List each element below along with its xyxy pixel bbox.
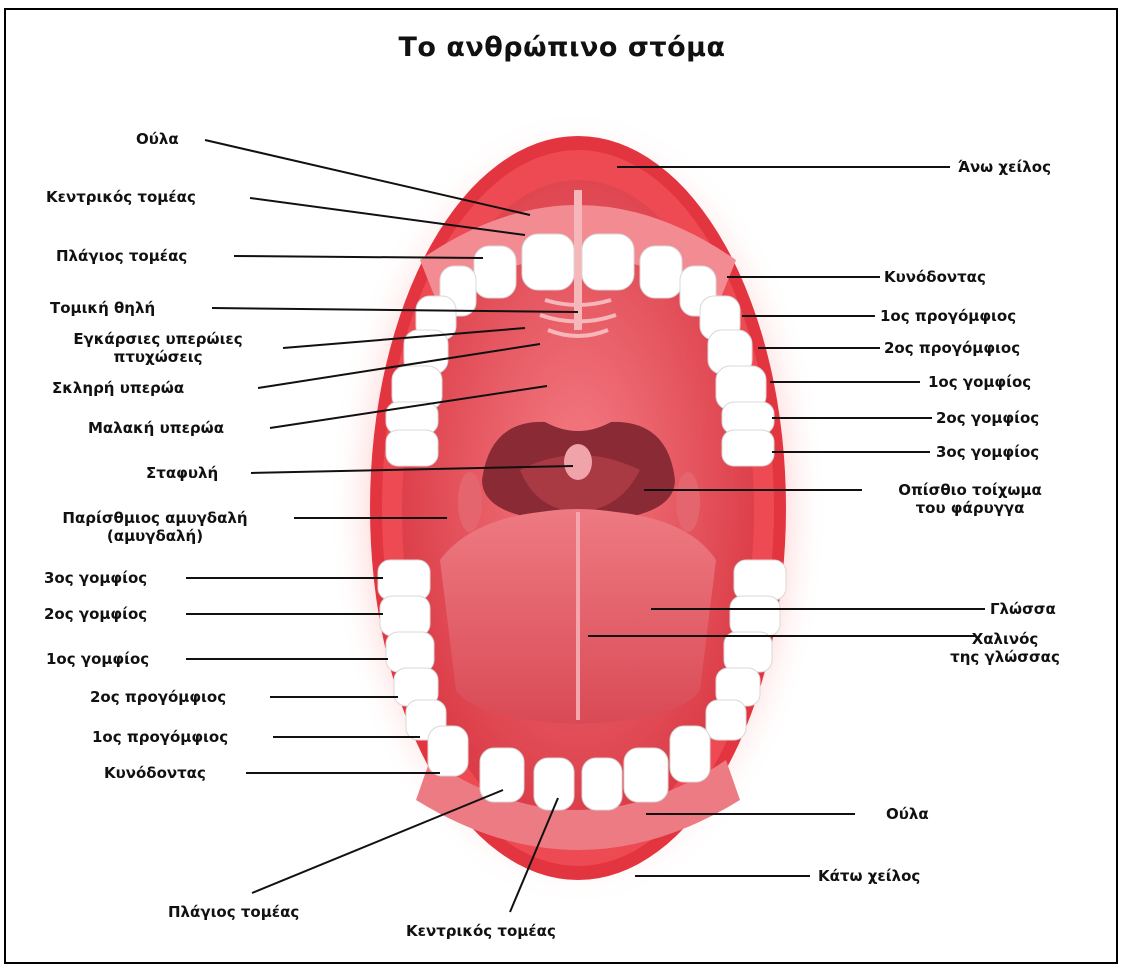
- lower-tooth: [582, 758, 622, 810]
- uvula-shape: [564, 444, 592, 480]
- label-gums-lower: Ούλα: [886, 805, 929, 823]
- label-uvula: Σταφυλή: [146, 464, 218, 482]
- label-second-molar-upper: 2ος γομφίος: [936, 409, 1039, 427]
- label-frenulum-line1: Χαλινός: [972, 630, 1039, 648]
- label-first-molar-upper: 1ος γομφίος: [928, 373, 1031, 391]
- upper-tooth: [722, 430, 774, 466]
- label-first-molar-lower: 1ος γομφίος: [46, 650, 149, 668]
- lower-tooth: [624, 748, 668, 802]
- label-canine-lower: Κυνόδοντας: [104, 764, 206, 782]
- label-palatine-rugae-line1: Εγκάρσιες υπερώιες: [73, 330, 242, 348]
- tonsil-right-shape: [676, 472, 700, 532]
- label-frenulum-line2: της γλώσσας: [950, 648, 1060, 666]
- label-palatine-rugae: Εγκάρσιες υπερώιες πτυχώσεις: [36, 330, 280, 366]
- upper-tooth: [474, 246, 516, 298]
- lower-tooth: [428, 726, 468, 776]
- label-central-incisor-lower: Κεντρικός τομέας: [406, 922, 556, 940]
- upper-tooth: [582, 234, 634, 290]
- label-first-premolar-upper: 1ος προγόμφιος: [880, 307, 1016, 325]
- upper-tooth: [522, 234, 574, 290]
- lower-tooth: [534, 758, 574, 810]
- label-lateral-incisor-lower: Πλάγιος τομέας: [168, 903, 299, 921]
- label-lower-lip: Κάτω χείλος: [818, 867, 920, 885]
- label-tonsil-line2: (αμυγδαλή): [107, 527, 203, 545]
- label-tonsil: Παρίσθμιος αμυγδαλή (αμυγδαλή): [20, 509, 290, 545]
- lower-tooth: [480, 748, 524, 802]
- label-pharynx-line2: του φάρυγγα: [916, 499, 1025, 517]
- label-third-molar-lower: 3ος γομφίος: [44, 569, 147, 587]
- lower-tooth: [386, 632, 434, 672]
- label-third-molar-upper: 3ος γομφίος: [936, 443, 1039, 461]
- label-second-molar-lower: 2ος γομφίος: [44, 605, 147, 623]
- lower-tooth: [670, 726, 710, 782]
- label-frenulum: Χαλινός της γλώσσας: [900, 630, 1110, 666]
- lower-tooth: [734, 560, 786, 600]
- label-second-premolar-upper: 2ος προγόμφιος: [884, 339, 1020, 357]
- label-second-premolar-lower: 2ος προγόμφιος: [90, 688, 226, 706]
- label-lateral-incisor-upper: Πλάγιος τομέας: [56, 247, 187, 265]
- label-palatine-rugae-line2: πτυχώσεις: [113, 348, 202, 366]
- tonsil-left-shape: [458, 472, 482, 532]
- label-incisive-papilla: Τομική θηλή: [50, 299, 155, 317]
- lower-tooth: [380, 596, 430, 636]
- label-upper-lip: Άνω χείλος: [958, 158, 1051, 176]
- label-gums-upper: Ούλα: [136, 130, 179, 148]
- lower-tooth: [706, 700, 746, 740]
- label-soft-palate: Μαλακή υπερώα: [88, 419, 224, 437]
- label-hard-palate: Σκληρή υπερώα: [52, 379, 184, 397]
- upper-tooth: [640, 246, 682, 298]
- label-tonsil-line1: Παρίσθμιος αμυγδαλή: [62, 509, 247, 527]
- upper-tooth: [722, 402, 774, 434]
- label-pharynx-line1: Οπίσθιο τοίχωμα: [898, 481, 1042, 499]
- label-tongue: Γλώσσα: [990, 600, 1056, 618]
- label-central-incisor-upper: Κεντρικός τομέας: [46, 188, 196, 206]
- label-first-premolar-lower: 1ος προγόμφιος: [92, 728, 228, 746]
- lower-tooth: [724, 632, 772, 672]
- upper-tooth: [386, 430, 438, 466]
- lower-tooth: [730, 596, 780, 636]
- label-pharynx: Οπίσθιο τοίχωμα του φάρυγγα: [860, 481, 1080, 517]
- lower-tooth: [378, 560, 430, 600]
- label-canine-upper: Κυνόδοντας: [884, 268, 986, 286]
